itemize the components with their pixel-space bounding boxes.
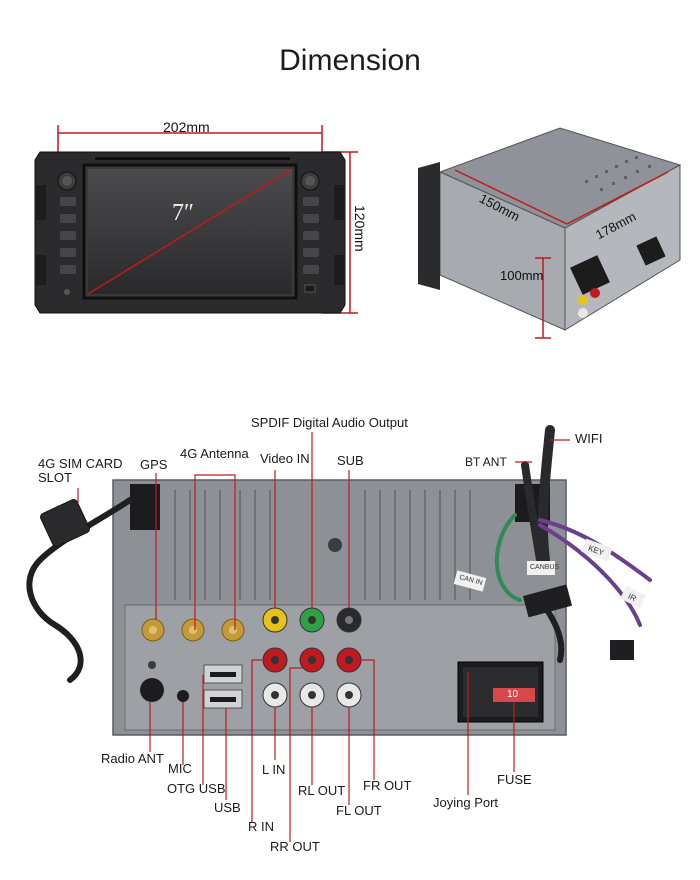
fuse-value: 10 [507,689,519,700]
rl-out-label: RL OUT [298,783,346,798]
side-height-label: 100mm [500,268,544,283]
canbus-tag: CANBUS [530,564,560,571]
sim-slot-label-line1: 4G SIM CARD [38,456,123,471]
side-radio-unit [418,127,682,331]
front-height-label: 120mm [352,205,368,252]
bt-ant-label: BT ANT [465,455,507,469]
callout-lines [77,432,570,842]
4g-antenna-label: 4G Antenna [180,446,249,461]
sim-cable [26,497,133,683]
joying-port-label: Joying Port [433,795,499,810]
radio-ant-label: Radio ANT [101,751,164,766]
gps-label: GPS [140,457,168,472]
fuse-label: FUSE [497,772,532,787]
screen-size-label: 7″ [172,200,194,226]
sim-slot-label: 4G SIM CARD SLOT [38,457,123,485]
sub-label: SUB [337,453,364,468]
r-in-label: R IN [248,819,274,834]
rr-out-label: RR OUT [270,839,320,854]
wifi-label: WIFI [575,431,603,446]
rear-radio-unit [112,479,567,736]
usb-label: USB [214,800,241,815]
mic-label: MIC [168,761,192,776]
sim-slot-label-line2: SLOT [38,470,72,485]
front-radio-unit [34,151,346,314]
front-width-label: 202mm [163,119,210,135]
wire-tags [453,538,646,608]
fr-out-label: FR OUT [363,778,412,793]
wiring-harness [494,425,652,663]
l-in-label: L IN [262,762,286,777]
otg-usb-label: OTG USB [167,781,226,796]
spdif-label: SPDIF Digital Audio Output [251,415,408,430]
side-dimension-lines [454,169,669,339]
page-title: Dimension [279,44,421,77]
fl-out-label: FL OUT [336,803,382,818]
video-in-label: Video IN [260,451,310,466]
